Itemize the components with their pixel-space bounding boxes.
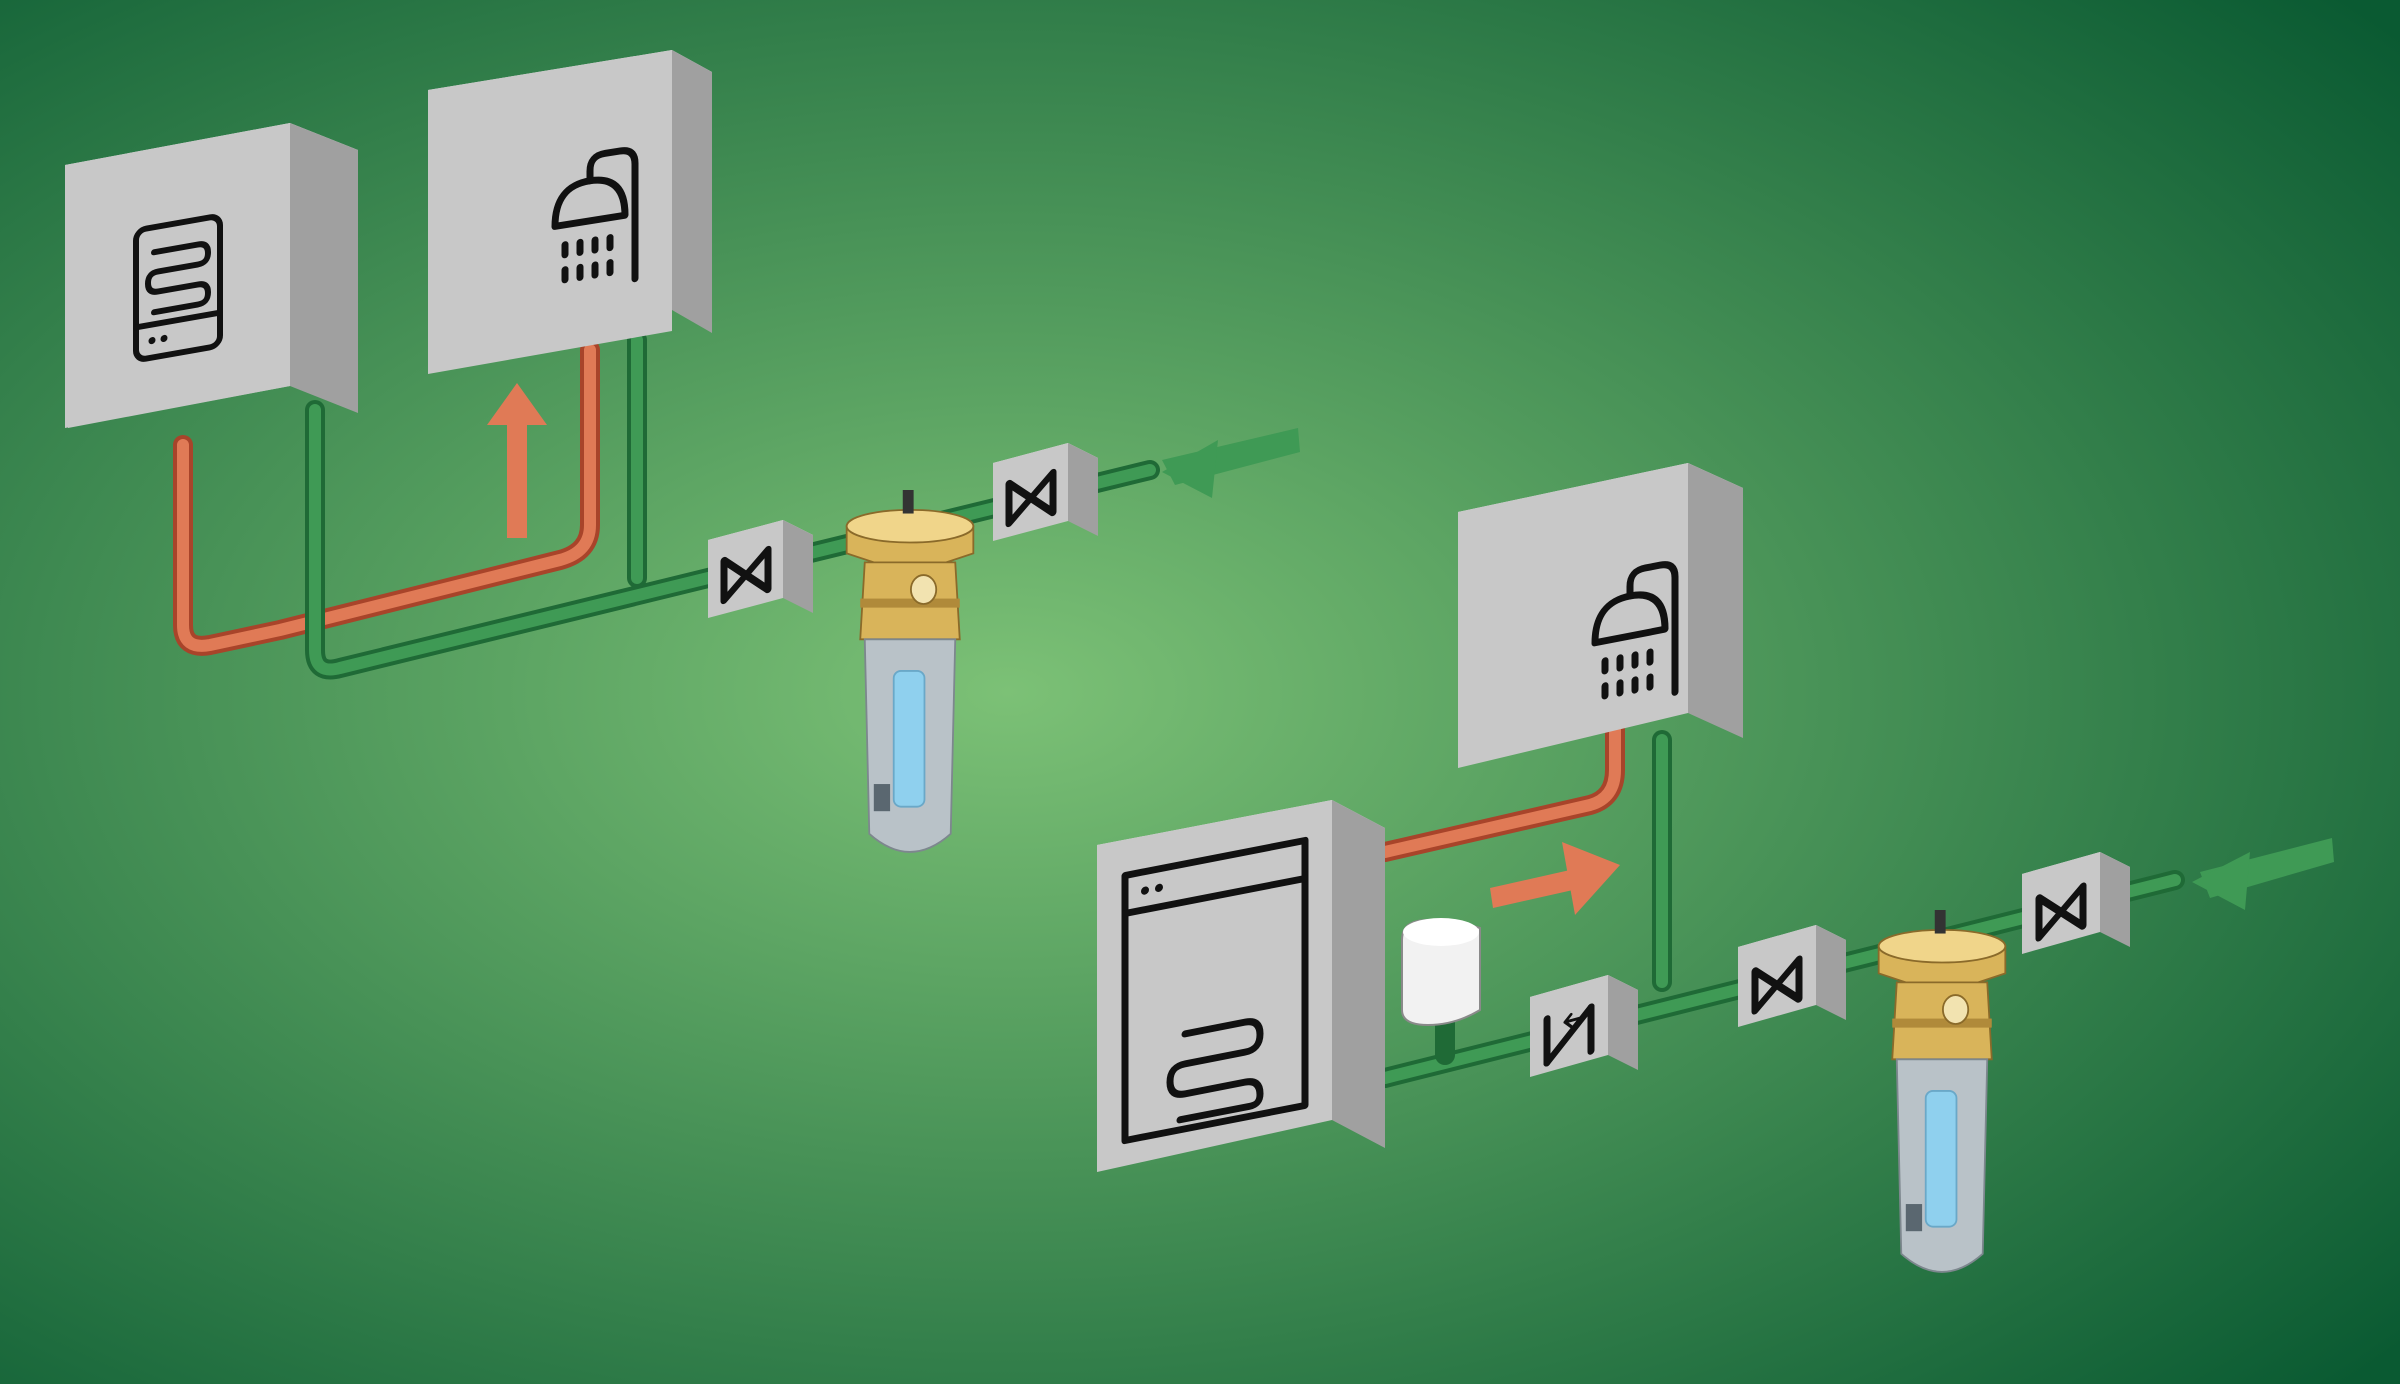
check-valve [1530,975,1638,1077]
shower-icon [551,147,639,284]
shower-unit [1458,463,1743,768]
valve-icon [2035,882,2087,942]
shutoff-valve [1738,925,1846,1027]
top-left-system [65,50,1300,853]
bottom-right-system [1097,463,2334,1273]
hot-water-flow-arrow-up [487,383,547,538]
shutoff-valve [2022,852,2130,954]
heating-coil-icon [1121,836,1309,1145]
expansion-vessel [1401,918,1481,1027]
cold-water-inflow-arrow [1162,428,1300,498]
shutoff-valve [993,443,1098,541]
instantaneous-water-heater [65,123,358,428]
hot-water-storage-tank [1097,800,1385,1172]
valve-icon [1751,955,1803,1015]
valve-icon [720,545,772,605]
valve-icon [1005,468,1057,528]
shower-unit [428,50,712,374]
shutoff-valve [708,520,813,618]
cold-water-inflow-arrow [2192,838,2334,910]
shower-icon [1591,561,1679,700]
check-valve-icon [1543,1003,1595,1067]
water-heater-icon [133,214,223,362]
hot-water-flow-arrow-right [1490,842,1620,915]
